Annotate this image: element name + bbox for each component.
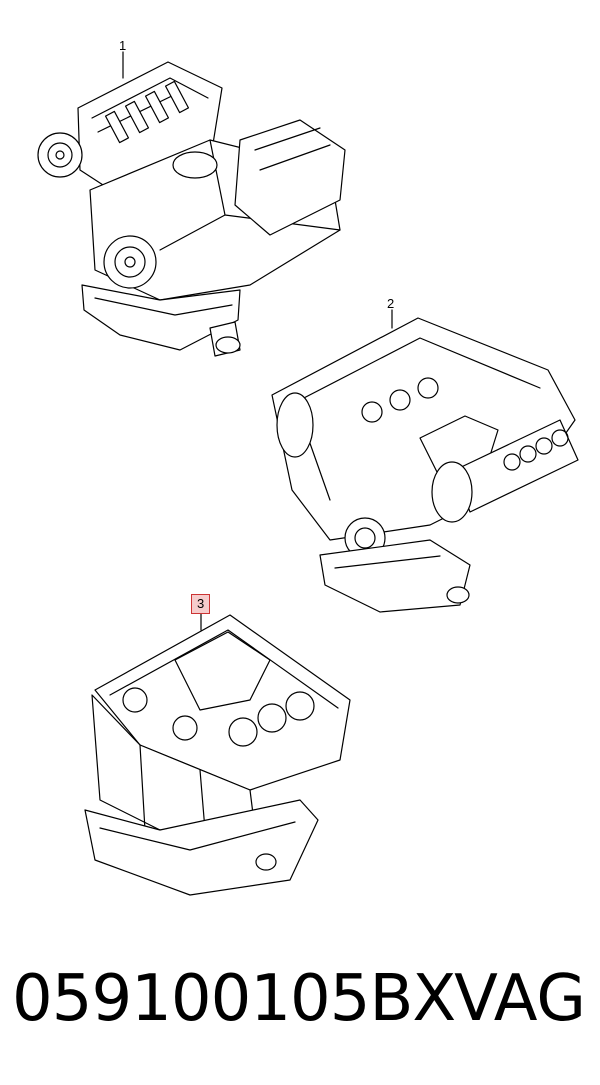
exploded-parts-diagram <box>37 51 579 896</box>
short-block-drawing <box>84 613 351 896</box>
brand-label: VAG <box>454 962 586 1036</box>
callout-item-3-highlighted[interactable]: 3 <box>191 594 211 614</box>
callout-item-1: 1 <box>119 38 127 53</box>
complete-engine-drawing <box>37 51 346 357</box>
callout-item-2: 2 <box>387 296 395 311</box>
long-block-drawing <box>271 309 579 613</box>
part-number-label: 059100105BX <box>12 962 456 1036</box>
